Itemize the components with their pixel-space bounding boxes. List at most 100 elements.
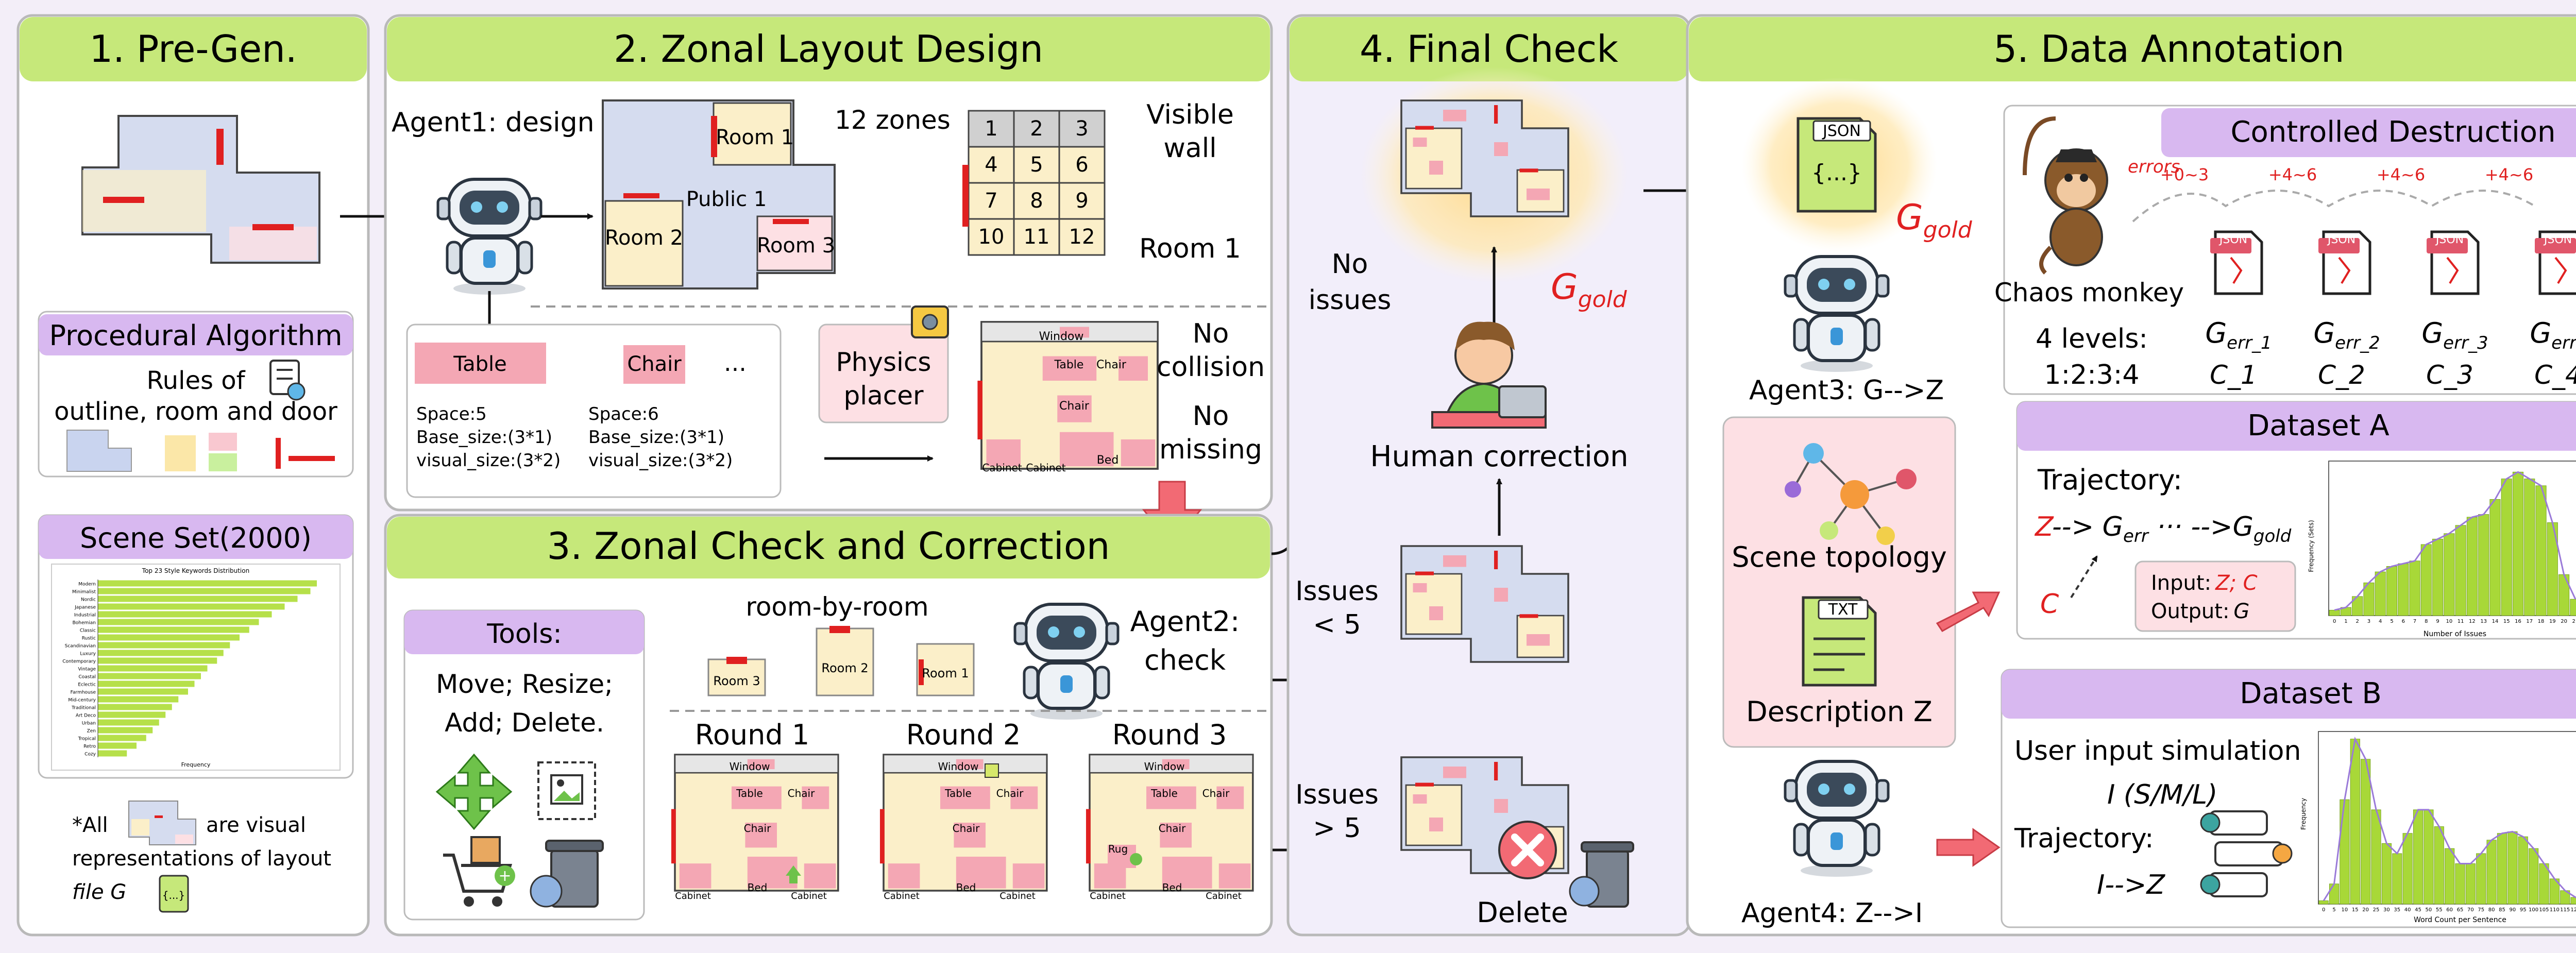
spec-table: Table — [453, 352, 506, 376]
scene-topology-icon — [1785, 443, 1917, 545]
mini-room2: Room 2 — [816, 626, 874, 696]
chart2-tick-label: 11 — [2458, 619, 2464, 624]
i-sml: I (S/M/L) — [2107, 779, 2217, 810]
r1-window: Window — [730, 760, 770, 773]
chart3-tick-label: 80 — [2488, 907, 2495, 913]
svg-text:{...}: {...} — [162, 889, 185, 901]
chart2-bar — [2329, 609, 2340, 616]
c-2: C_2 — [2318, 360, 2365, 390]
output-line: Output:G — [2151, 600, 2249, 623]
no-collision-1: No — [1193, 318, 1229, 349]
chart1-tick-label: Urban — [82, 721, 96, 726]
r2-cabinet: Cabinet — [884, 891, 920, 901]
fp-window: Window — [1039, 330, 1084, 343]
mini-room2-label: Room 2 — [821, 661, 868, 675]
c-1: C_1 — [2210, 360, 2257, 390]
final-g-gold: Ggold — [1551, 267, 1628, 313]
tools-line2: Add; Delete. — [445, 708, 604, 738]
chart1-bar — [98, 603, 285, 610]
zone-cell-label: 5 — [1030, 153, 1043, 177]
zonal-check-title: 3. Zonal Check and Correction — [547, 524, 1110, 568]
chart2-tick-label: 4 — [2379, 619, 2382, 624]
visible-wall-2: wall — [1163, 133, 1216, 164]
chair-space: Space:6 — [588, 404, 659, 424]
r3-table: Table — [1150, 787, 1178, 799]
chart1-title: Top 23 Style Keywords Distribution — [142, 567, 249, 574]
zone-wall-marker — [962, 165, 969, 227]
chart1-bar — [98, 727, 153, 734]
chart1-tick-label: Classic — [80, 628, 96, 633]
broken-json-icon-3: JSON — [2427, 232, 2478, 294]
trajectory-label: Trajectory: — [2037, 464, 2182, 496]
json-file-icon: {...} — [159, 875, 189, 913]
chart3-tick-label: 110 — [2550, 907, 2560, 913]
chart3-bar — [2518, 836, 2528, 905]
chart2-bar — [2524, 479, 2535, 616]
chart2-tick-label: 14 — [2492, 619, 2499, 624]
chart3-tick-label: 55 — [2436, 907, 2443, 913]
chart3-bar — [2318, 900, 2329, 905]
outline-shape-icon — [66, 430, 132, 472]
r1-table: Table — [736, 787, 763, 799]
chart3-bar — [2570, 897, 2576, 905]
table-base: Base_size:(3*1) — [416, 427, 552, 448]
note-all: *All are visual representations of layou… — [72, 801, 331, 913]
dataset-a-title: Dataset A — [2247, 409, 2389, 443]
chart2-tick-label: 20 — [2561, 619, 2567, 624]
no-issues-1: No — [1332, 249, 1368, 280]
input-line: Input:Z; C — [2151, 571, 2258, 595]
levels-2: 1:2:3:4 — [2044, 360, 2140, 390]
chart2-tick-label: 16 — [2515, 619, 2521, 624]
r2-resize-icon — [985, 763, 999, 778]
chart1-tick-label: Coastal — [78, 674, 96, 679]
svg-text:JSON: JSON — [2218, 233, 2247, 246]
arrow-to-dataset-a — [1936, 591, 2001, 632]
user-input-sim: User input simulation — [2014, 736, 2301, 767]
r1-cabinet: Cabinet — [675, 891, 711, 901]
fp-bed: Bed — [1097, 454, 1119, 467]
chart1-tick-label: Modern — [78, 582, 96, 587]
chart1-tick-label: Mid-century — [68, 697, 96, 703]
chart1-tick-label: Cozy — [84, 752, 96, 757]
chart3-bar — [2371, 809, 2381, 905]
r1-bed: Bed — [748, 881, 768, 894]
svg-text:JSON: JSON — [2543, 233, 2572, 246]
chart3-bar — [2350, 739, 2360, 905]
chart2-tick-label: 17 — [2526, 619, 2533, 624]
chart3-bar — [2465, 863, 2476, 905]
chart3-xlabel: Word Count per Sentence — [2414, 916, 2506, 924]
r2-cabinet2: Cabinet — [999, 891, 1036, 901]
chart1-tick-label: Retro — [83, 744, 96, 749]
chat-bubbles-icon — [2200, 810, 2293, 897]
move-icon — [435, 753, 513, 830]
zone-cell-label: 2 — [1030, 117, 1043, 141]
r3-chair: Chair — [1202, 787, 1230, 799]
chart1-bar — [98, 673, 201, 679]
room-shape-green — [209, 453, 237, 471]
chart2-tick-label: 19 — [2549, 619, 2556, 624]
r3-window: Window — [1144, 760, 1185, 773]
zonal-plan: Room 1 Public 1 Room 2 Room 3 — [602, 99, 836, 290]
round1-label: Round 1 — [695, 719, 809, 751]
chart1-tick-label: Contemporary — [62, 659, 96, 664]
txt-tag: TXT — [1828, 601, 1858, 619]
chart1-bar — [98, 719, 159, 726]
checklist-icon — [269, 360, 306, 401]
chart1-bar — [98, 696, 179, 703]
chart1-tick-label: Industrial — [74, 612, 96, 618]
chart1-bar — [98, 588, 311, 594]
err-inc-2: +4~6 — [2377, 165, 2425, 184]
zone-cell-label: 7 — [985, 189, 997, 213]
dataset-b-box: Dataset B User input simulation I (S/M/L… — [2001, 669, 2576, 928]
object-specs-box: Table Chair ... Space:5 Base_size:(3*1) … — [406, 324, 782, 498]
issues-lt-2: < 5 — [1313, 609, 1361, 640]
no-missing-2: missing — [1159, 434, 1262, 465]
door-shape-icon — [276, 438, 281, 469]
chart1-tick-label: Tropical — [78, 736, 96, 741]
json-body: {...} — [1811, 160, 1862, 186]
note-rest3: file G — [72, 880, 126, 904]
room1-zone-label: Room 1 — [1139, 233, 1241, 264]
chart2-tick-label: 8 — [2425, 619, 2428, 624]
panel-pregen: 1. Pre-Gen. Procedural Algorithm Rules o… — [16, 14, 370, 937]
chart1-bar — [98, 735, 146, 741]
